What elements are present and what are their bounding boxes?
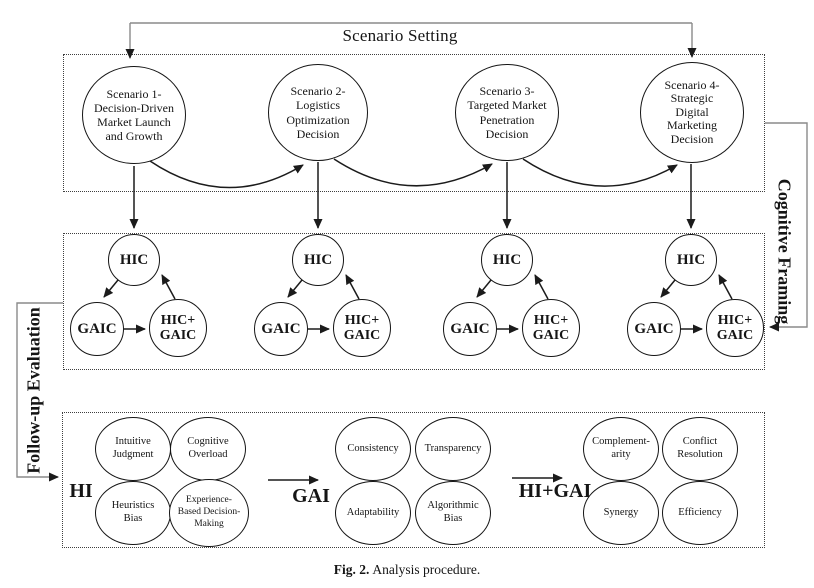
arrow-hic-gaic-3 [476, 279, 492, 298]
scenario-2-circle: Scenario 2- Logistics Optimization Decis… [268, 64, 368, 161]
arrow-hicgaic-hic-2 [345, 274, 360, 300]
arrow-hicgaic-hic-1 [161, 274, 176, 300]
scenario-setting-box [63, 54, 765, 192]
hic-circle-1: HIC [108, 234, 160, 286]
hic-gaic-circle-4: HIC+ GAIC [706, 299, 764, 357]
experience-based-circle: Experience- Based Decision- Making [169, 479, 249, 547]
hic-gaic-circle-2: HIC+ GAIC [333, 299, 391, 357]
algorithmic-bias-circle: Algorithmic Bias [415, 481, 491, 545]
arrow-hic-gaic-2 [287, 279, 303, 298]
arrow-hicgaic-hic-3 [534, 274, 549, 300]
cognitive-overload-circle: Cognitive Overload [170, 417, 246, 481]
scenario-setting-bracket [125, 22, 697, 59]
conflict-resolution-circle: Conflict Resolution [662, 417, 738, 481]
gaic-circle-1: GAIC [70, 302, 124, 356]
complementarity-circle: Complement- arity [583, 417, 659, 481]
hi-gai-group-label: HI+GAI [518, 480, 592, 502]
hic-circle-4: HIC [665, 234, 717, 286]
arrow-hicgaic-hic-4 [718, 274, 733, 300]
synergy-circle: Synergy [583, 481, 659, 545]
scenario-4-circle: Scenario 4- Strategic Digital Marketing … [640, 62, 744, 163]
hi-group-label: HI [69, 480, 93, 502]
gaic-circle-4: GAIC [627, 302, 681, 356]
followup-evaluation-label: Follow-up Evaluation [23, 307, 44, 474]
arc-scenario2-scenario3 [333, 158, 493, 187]
hic-gaic-circle-3: HIC+ GAIC [522, 299, 580, 357]
intuitive-judgment-circle: Intuitive Judgment [95, 417, 171, 481]
consistency-circle: Consistency [335, 417, 411, 481]
arc-scenario3-scenario4 [522, 158, 678, 187]
scenario-1-circle: Scenario 1- Decision-Driven Market Launc… [82, 66, 186, 164]
hic-circle-2: HIC [292, 234, 344, 286]
hic-gaic-circle-1: HIC+ GAIC [149, 299, 207, 357]
followup-evaluation-box [62, 412, 765, 548]
gaic-circle-3: GAIC [443, 302, 497, 356]
gai-group-label: GAI [292, 485, 330, 507]
adaptability-circle: Adaptability [335, 481, 411, 545]
scenario-3-circle: Scenario 3- Targeted Market Penetration … [455, 64, 559, 161]
arrow-hic-gaic-1 [103, 279, 119, 298]
cognitive-framing-label: Cognitive Framing [774, 178, 795, 325]
figure-caption: Fig. 2.Analysis procedure. [0, 562, 814, 578]
arc-scenario1-scenario2 [149, 160, 304, 189]
transparency-circle: Transparency [415, 417, 491, 481]
cognitive-framing-bracket [765, 122, 808, 332]
arrow-hic-gaic-4 [660, 279, 676, 298]
heuristics-bias-circle: Heuristics Bias [95, 481, 171, 545]
gaic-circle-2: GAIC [254, 302, 308, 356]
figure-caption-text: Analysis procedure. [372, 562, 481, 577]
hic-circle-3: HIC [481, 234, 533, 286]
cognitive-framing-box [63, 233, 765, 370]
efficiency-circle: Efficiency [662, 481, 738, 545]
scenario-setting-title: Scenario Setting [342, 26, 458, 45]
figure-caption-number: Fig. 2. [333, 562, 370, 577]
followup-evaluation-bracket [16, 302, 63, 482]
